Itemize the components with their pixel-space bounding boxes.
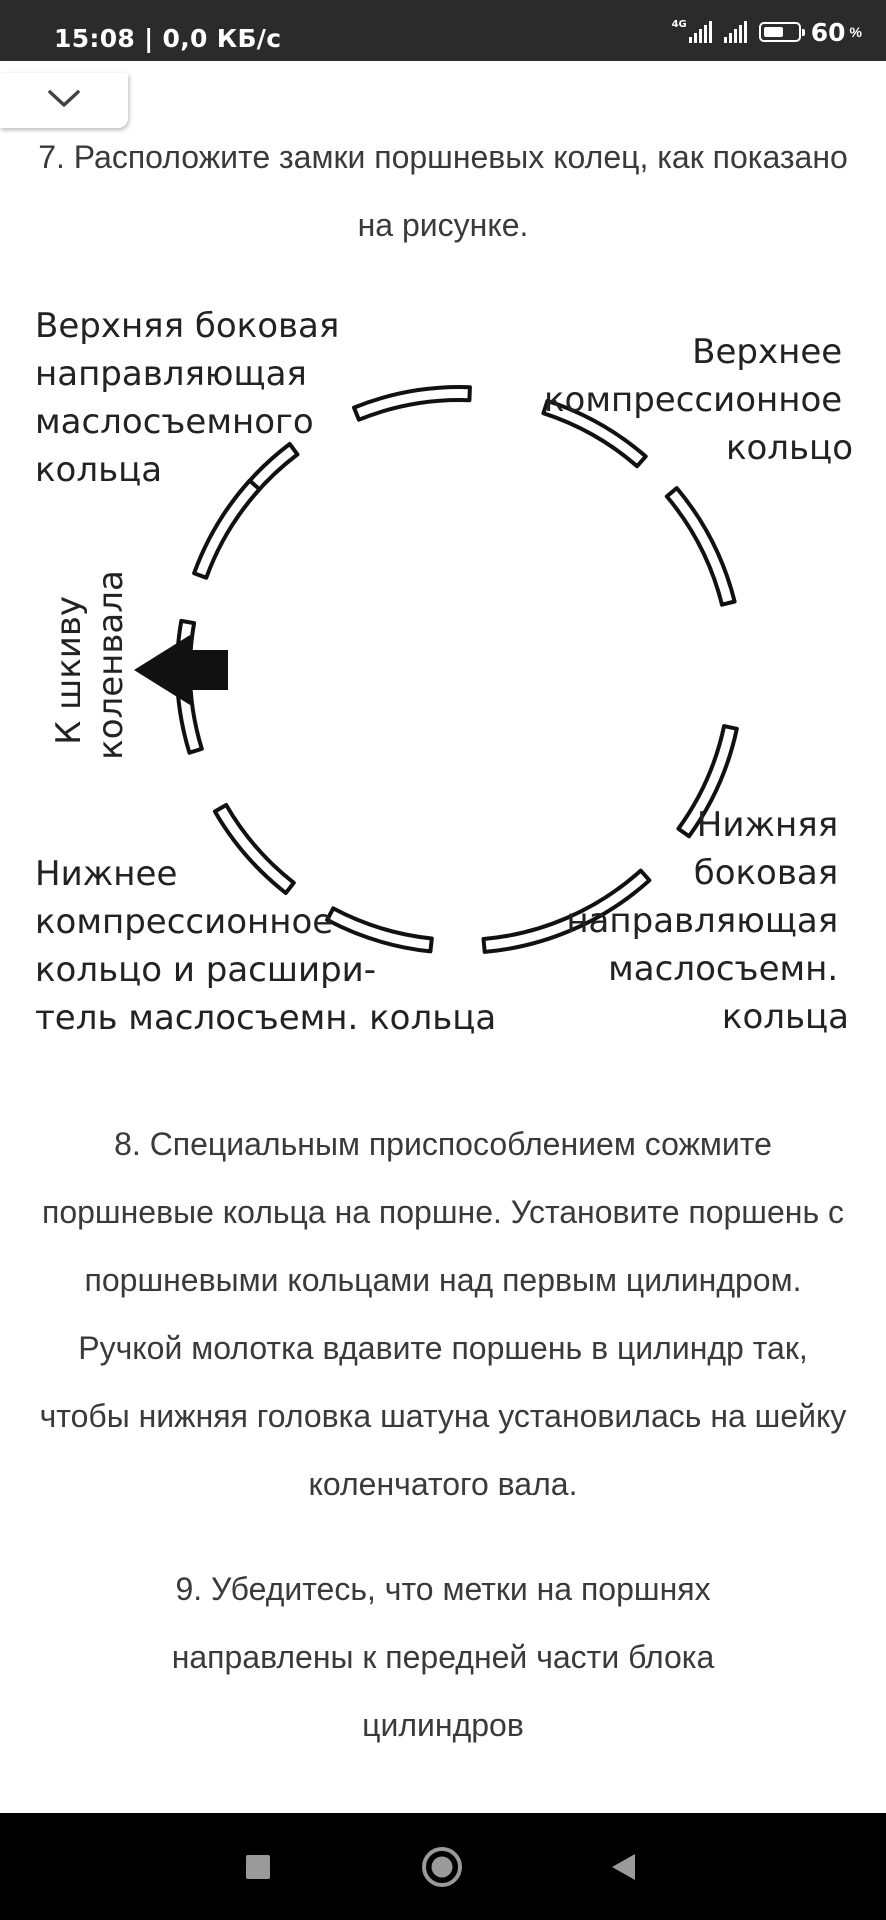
ring-segment-3 — [541, 398, 648, 469]
ring-segment-10 — [192, 478, 262, 580]
label-left-line2: коленвала — [91, 570, 131, 760]
battery-fill — [763, 27, 783, 37]
label-bottom-left-line3: кольцо и расшири- — [35, 950, 376, 990]
label-top-right-line3: кольцо — [726, 428, 853, 468]
label-top-right: Верхнее компрессионное кольцо — [544, 332, 853, 468]
ring-segment-5 — [676, 724, 739, 839]
step-8-text: 8. Специальным приспособлением сожмите п… — [39, 1126, 847, 1502]
navigation-bar — [0, 1813, 886, 1920]
label-bottom-right-line4: маслосъемн. — [608, 949, 838, 989]
percent-sign: % — [849, 24, 862, 40]
label-bottom-left-line1: Нижнее — [35, 854, 177, 894]
label-bottom-right-line2: боковая — [694, 853, 838, 893]
circle-icon — [422, 1846, 462, 1887]
battery-icon — [758, 22, 805, 42]
label-left-vertical: К шкиву коленвала — [49, 570, 131, 760]
network-type: 4G — [671, 18, 687, 30]
step-7-text: 7. Расположите замки поршневых колец, ка… — [38, 139, 848, 243]
ring-segment-4 — [664, 486, 737, 607]
label-bottom-right-line5: кольца — [722, 997, 849, 1037]
label-top-left-line4: кольца — [35, 450, 162, 490]
home-button[interactable] — [392, 1813, 492, 1920]
ring-segment-7 — [325, 906, 434, 954]
signal-icon — [688, 21, 712, 43]
label-bottom-left: Нижнее компрессионное кольцо и расшири- … — [35, 854, 496, 1038]
ring-segment-6 — [481, 868, 652, 954]
label-top-left: Верхняя боковая направляющая маслосъемно… — [35, 306, 350, 490]
arrow-left-icon — [134, 635, 228, 705]
status-icons: 4G 60 % — [671, 17, 862, 47]
step-9-text: 9. Убедитесь, что метки на поршнях напра… — [171, 1571, 715, 1743]
status-bar: 15:08 | 0,0 КБ/с 4G 60 % — [0, 0, 886, 61]
label-bottom-right: Нижняя боковая направляющая маслосъемн. … — [566, 805, 849, 1037]
piston-ring-diagram: Верхняя боковая направляющая маслосъемно… — [35, 306, 853, 1038]
triangle-back-icon — [612, 1853, 635, 1880]
ring-segments — [175, 385, 739, 954]
status-time: 15:08 | 0,0 КБ/с — [54, 24, 282, 53]
ring-segment-1 — [352, 385, 472, 422]
signal-icon-2 — [723, 21, 747, 43]
back-button[interactable] — [574, 1813, 674, 1920]
chevron-down-icon — [48, 90, 80, 107]
label-bottom-left-line4: тель маслосъемн. кольца — [35, 998, 496, 1038]
recents-button[interactable] — [208, 1813, 308, 1920]
label-top-right-line2: компрессионное — [544, 380, 842, 420]
label-top-left-line1: Верхняя боковая — [35, 306, 339, 346]
label-top-right-line1: Верхнее — [692, 332, 842, 372]
label-bottom-right-line1: Нижняя — [697, 805, 838, 845]
square-icon — [246, 1854, 270, 1879]
label-bottom-right-line3: направляющая — [566, 901, 838, 941]
label-bottom-left-line2: компрессионное — [35, 902, 333, 942]
label-top-left-line3: маслосъемного — [35, 402, 314, 442]
label-left-line1: К шкиву — [49, 596, 89, 745]
label-top-left-line2: направляющая — [35, 354, 307, 394]
ring-segment-8 — [212, 803, 296, 895]
collapse-button[interactable] — [0, 73, 128, 128]
battery-percent: 60 — [810, 17, 846, 47]
